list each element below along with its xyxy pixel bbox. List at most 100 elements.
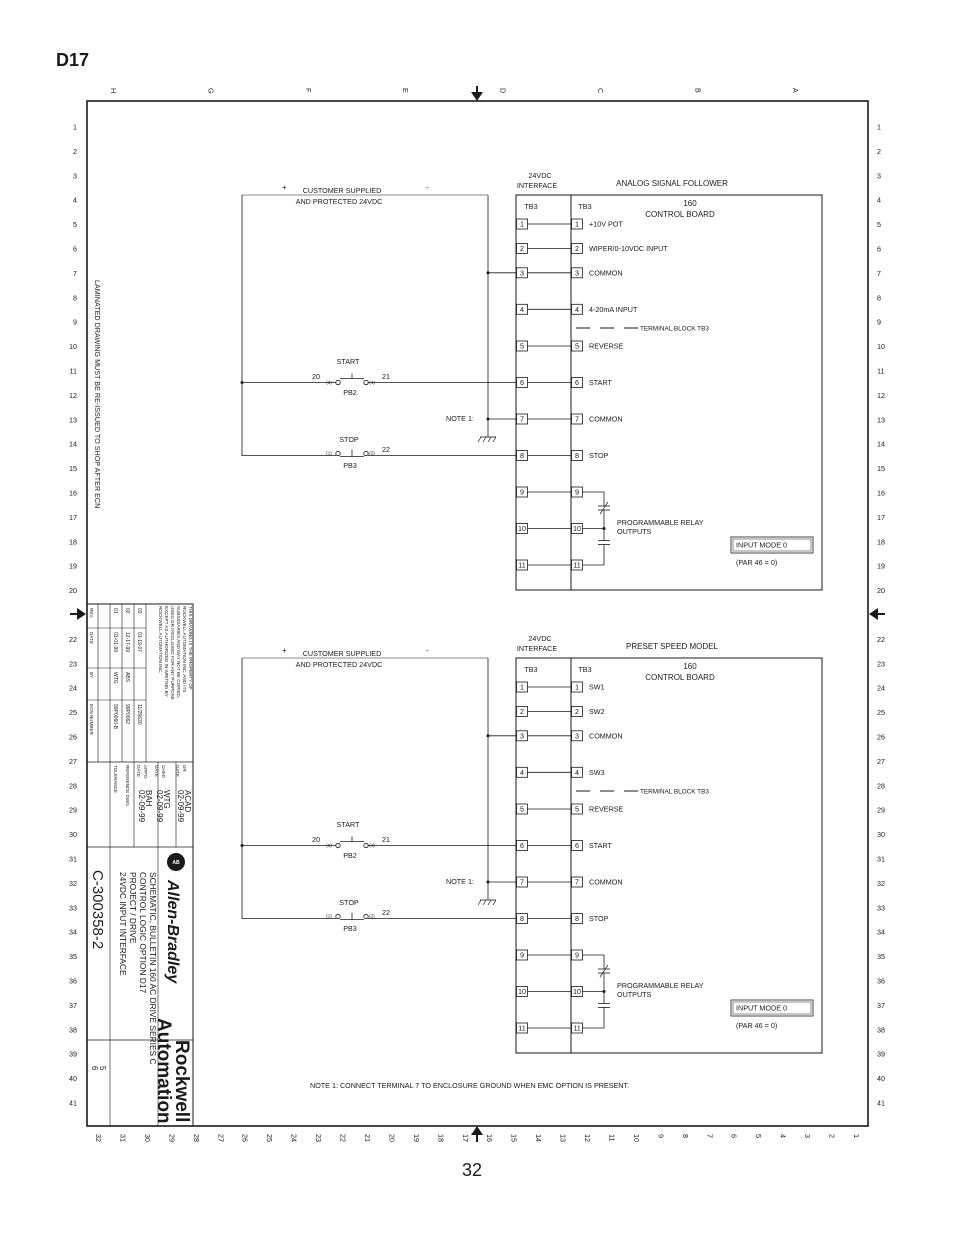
control-board-box [515,194,823,591]
row-numbers-right: 1234567891011121314151617181920222324252… [877,123,885,1108]
par-note: (PAR 46 = 0) [736,558,777,567]
terminal-label: START [589,378,613,387]
bottom-number: 18 [436,1134,445,1142]
bottom-number: 15 [510,1134,519,1142]
laminated-note: LAMINATED DRAWING MUST BE RE-ISSUED TO S… [93,280,102,508]
terminal-number: 9 [520,951,524,960]
row-number-right: 23 [877,659,885,668]
row-number-right: 15 [877,464,885,473]
approval-value: ACAD [183,790,192,812]
row-number-left: 10 [69,342,77,351]
wire-number: 22 [382,908,390,917]
supply-label: CUSTOMER SUPPLIED [303,649,382,658]
row-number-left: 7 [73,269,77,278]
terminal-number: 11 [518,1024,525,1033]
bottom-number: 1 [852,1134,861,1138]
stop-label: STOP [339,898,359,907]
title-line: PROJECT / DRIVE [128,872,138,944]
terminal-label: +10V POT [589,220,623,229]
stop-pb: PB3 [343,924,357,933]
left-centering-arrow [70,608,86,620]
terminal-number: 10 [573,524,581,533]
interface-label: INTERFACE [517,181,558,190]
contact-number: (4) [369,843,375,848]
bottom-number: 21 [363,1134,372,1142]
page-number: 32 [462,1160,483,1180]
row-number-left: 38 [69,1025,77,1034]
approval-label: DATE [175,765,180,777]
row-number-left: 4 [73,196,77,205]
row-number-right: 19 [877,562,885,571]
row-number-right: 36 [877,977,885,986]
row-number-right: 22 [877,635,885,644]
rev-header: BY [89,672,94,678]
terminal-number: 1 [520,220,524,229]
row-number-right: 20 [877,586,885,595]
row-number-left: 35 [69,952,77,961]
svg-text:AB: AB [172,860,180,866]
par-note: (PAR 46 = 0) [736,1021,777,1030]
wire-number: 21 [382,835,390,844]
circuit-title: ANALOG SIGNAL FOLLOWER [616,179,728,188]
drawing-title: SCHEMATIC, BULLETIN 160 AC DRIVE SERIES … [118,872,158,1065]
terminal-label: SW2 [589,707,605,716]
bottom-number: 16 [485,1134,494,1142]
terminal-number: 3 [575,268,579,277]
terminal-number: 6 [575,841,579,850]
supply-plus: + [282,183,287,192]
row-number-left: 9 [73,318,77,327]
row-number-right: 26 [877,733,885,742]
row-number-right: 14 [877,440,885,449]
tb-label-left: TB3 [524,202,537,211]
bottom-number: 6 [730,1134,739,1138]
terminal-number: 11 [518,561,525,570]
approval-value: 02-09-99 [176,790,185,823]
bottom-number: 12 [583,1134,592,1142]
input-mode-box [730,999,814,1017]
row-number-left: 33 [69,903,77,912]
column-letter: E [401,88,410,93]
terminal-number: 1 [575,683,579,692]
rev-cell: 12-17-99 [124,632,130,652]
property-notice: THIS DRAWING IS THE PROPERTY OFROCKWELL … [158,606,193,700]
row-number-left: 27 [69,757,77,766]
bottom-number: 3 [803,1134,812,1138]
supply-label: AND PROTECTED 24VDC [296,197,383,206]
terminal-number: 7 [575,415,579,424]
row-number-right: 33 [877,903,885,912]
start-label: START [337,820,361,829]
row-number-left: 41 [69,1099,77,1108]
terminal-number: 8 [520,914,524,923]
terminal-number: 4 [575,305,579,314]
terminal-label: STOP [589,451,609,460]
bottom-centering-arrow [471,1126,483,1142]
terminal-label: 4-20mA INPUT [589,305,638,314]
right-centering-arrow [869,608,885,620]
input-mode: INPUT MODE 0 [736,541,787,550]
svg-text:Automation: Automation [153,1018,174,1124]
sheet-of: 6 [90,1066,99,1071]
row-number-left: 1 [73,123,77,132]
supply-minus: - [426,183,429,192]
row-number-left: 29 [69,806,77,815]
rev-header: ECN NUMBER [89,704,94,736]
top-centering-arrow [471,86,483,101]
relay-label: OUTPUTS [617,527,652,536]
row-number-right: 37 [877,1001,885,1010]
property-notice-line: USED OR DISCLOSED FOR ANY PURPOSE [170,606,175,700]
terminal-number: 2 [520,244,524,253]
rev-cell: 99P0062 [124,704,130,724]
terminal-number: 10 [573,987,581,996]
wire-number: 20 [312,372,320,381]
terminal-label: REVERSE [589,805,624,814]
row-number-left: 31 [69,855,77,864]
row-number-right: 28 [877,781,885,790]
supply-minus: - [426,646,429,655]
terminal-number: 3 [520,731,524,740]
terminal-number: 5 [520,342,524,351]
row-number-left: 12 [69,391,77,400]
bottom-number: 9 [656,1134,665,1138]
wire-number: 20 [312,835,320,844]
